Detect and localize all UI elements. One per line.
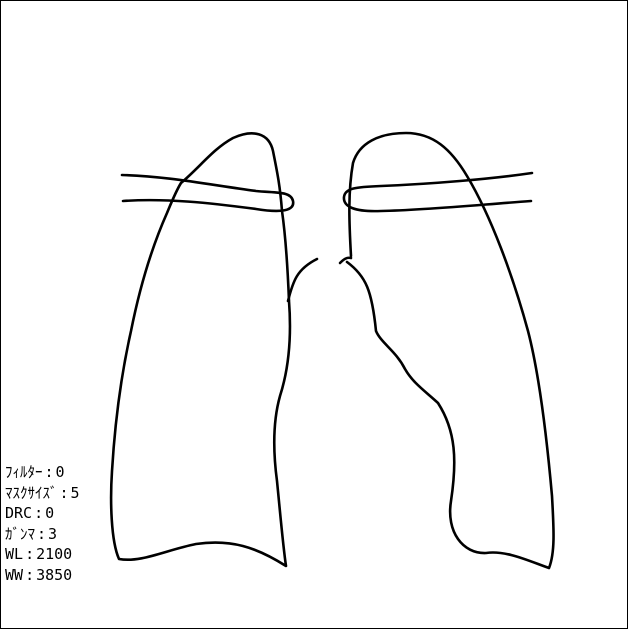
param-mask-size: ﾏｽｸｻｲｽﾞ:5: [5, 483, 80, 504]
left-lung-outline: [111, 133, 290, 566]
param-window-width: WW:3850: [5, 565, 80, 586]
param-label: ﾏｽｸｻｲｽﾞ: [5, 484, 58, 502]
param-value: 3: [48, 525, 57, 543]
param-value: 2100: [36, 545, 72, 563]
param-window-level: WL:2100: [5, 544, 80, 565]
trachea-left-wall: [288, 259, 317, 301]
param-value: 0: [45, 504, 54, 522]
param-label: WW: [5, 566, 23, 584]
right-clavicle-band: [344, 173, 532, 211]
right-lung-outline: [347, 133, 554, 568]
param-value: 3850: [36, 566, 72, 584]
param-drc: DRC:0: [5, 503, 80, 524]
param-label: ｶﾞﾝﾏ: [5, 525, 35, 543]
param-gamma: ｶﾞﾝﾏ:3: [5, 524, 80, 545]
left-clavicle-band: [122, 175, 293, 211]
param-label: DRC: [5, 504, 32, 522]
image-parameters-overlay: ﾌｨﾙﾀｰ:0 ﾏｽｸｻｲｽﾞ:5 DRC:0 ｶﾞﾝﾏ:3 WL:2100 W…: [5, 462, 80, 585]
param-filter: ﾌｨﾙﾀｰ:0: [5, 462, 80, 483]
param-value: 0: [56, 463, 65, 481]
param-value: 5: [71, 484, 80, 502]
param-label: ﾌｨﾙﾀｰ: [5, 463, 43, 481]
param-label: WL: [5, 545, 23, 563]
